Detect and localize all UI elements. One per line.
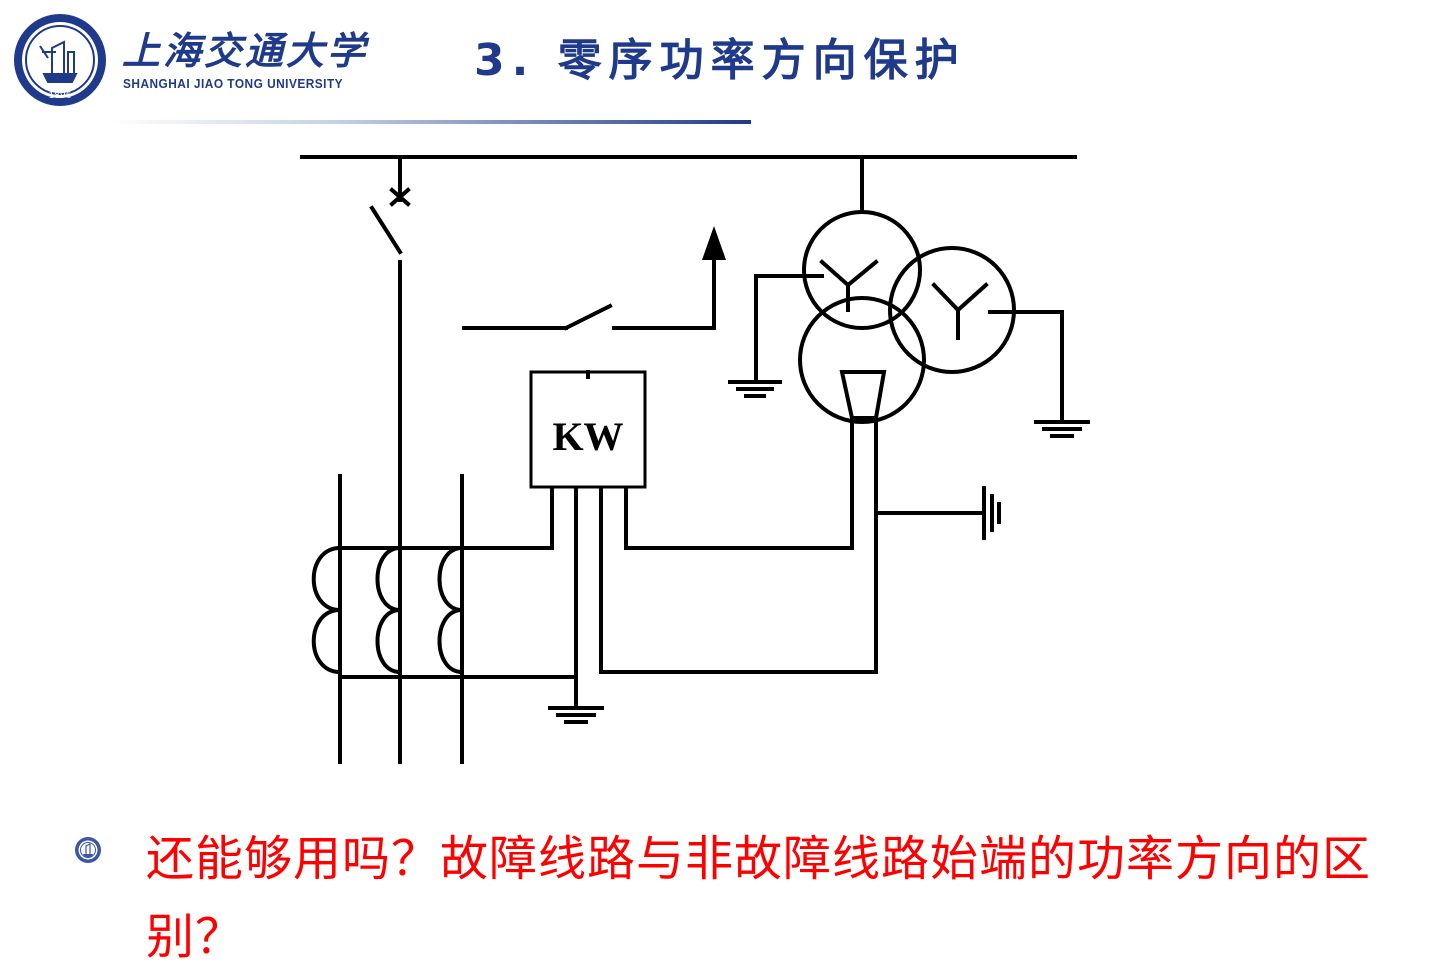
university-seal-icon	[75, 837, 101, 863]
trip-arrow-icon	[702, 226, 726, 260]
ground-symbol-delta	[982, 486, 1001, 540]
trip-contact	[462, 246, 716, 331]
current-transformer-a	[311, 545, 343, 675]
ground-symbol-vt-left	[728, 380, 782, 398]
relay-label: KW	[552, 414, 623, 459]
slide-title: 3. 零序功率方向保护	[474, 35, 966, 86]
voltage-transformer	[754, 155, 1064, 424]
ground-symbol-vt-right	[1034, 420, 1090, 438]
university-logo: 1896	[14, 14, 106, 106]
question-text: 还能够用吗？故障线路与非故障线路始端的功率方向的区别？	[146, 831, 1372, 965]
logo-year: 1896	[49, 91, 72, 101]
ground-symbol-ct	[548, 706, 604, 724]
current-transformer-b	[375, 545, 403, 675]
current-transformer-c	[437, 545, 465, 675]
university-name-en: SHANGHAI JIAO TONG UNIVERSITY	[123, 77, 344, 91]
title-underline	[110, 120, 751, 124]
university-name-cn: 上海交通大学	[122, 28, 369, 73]
